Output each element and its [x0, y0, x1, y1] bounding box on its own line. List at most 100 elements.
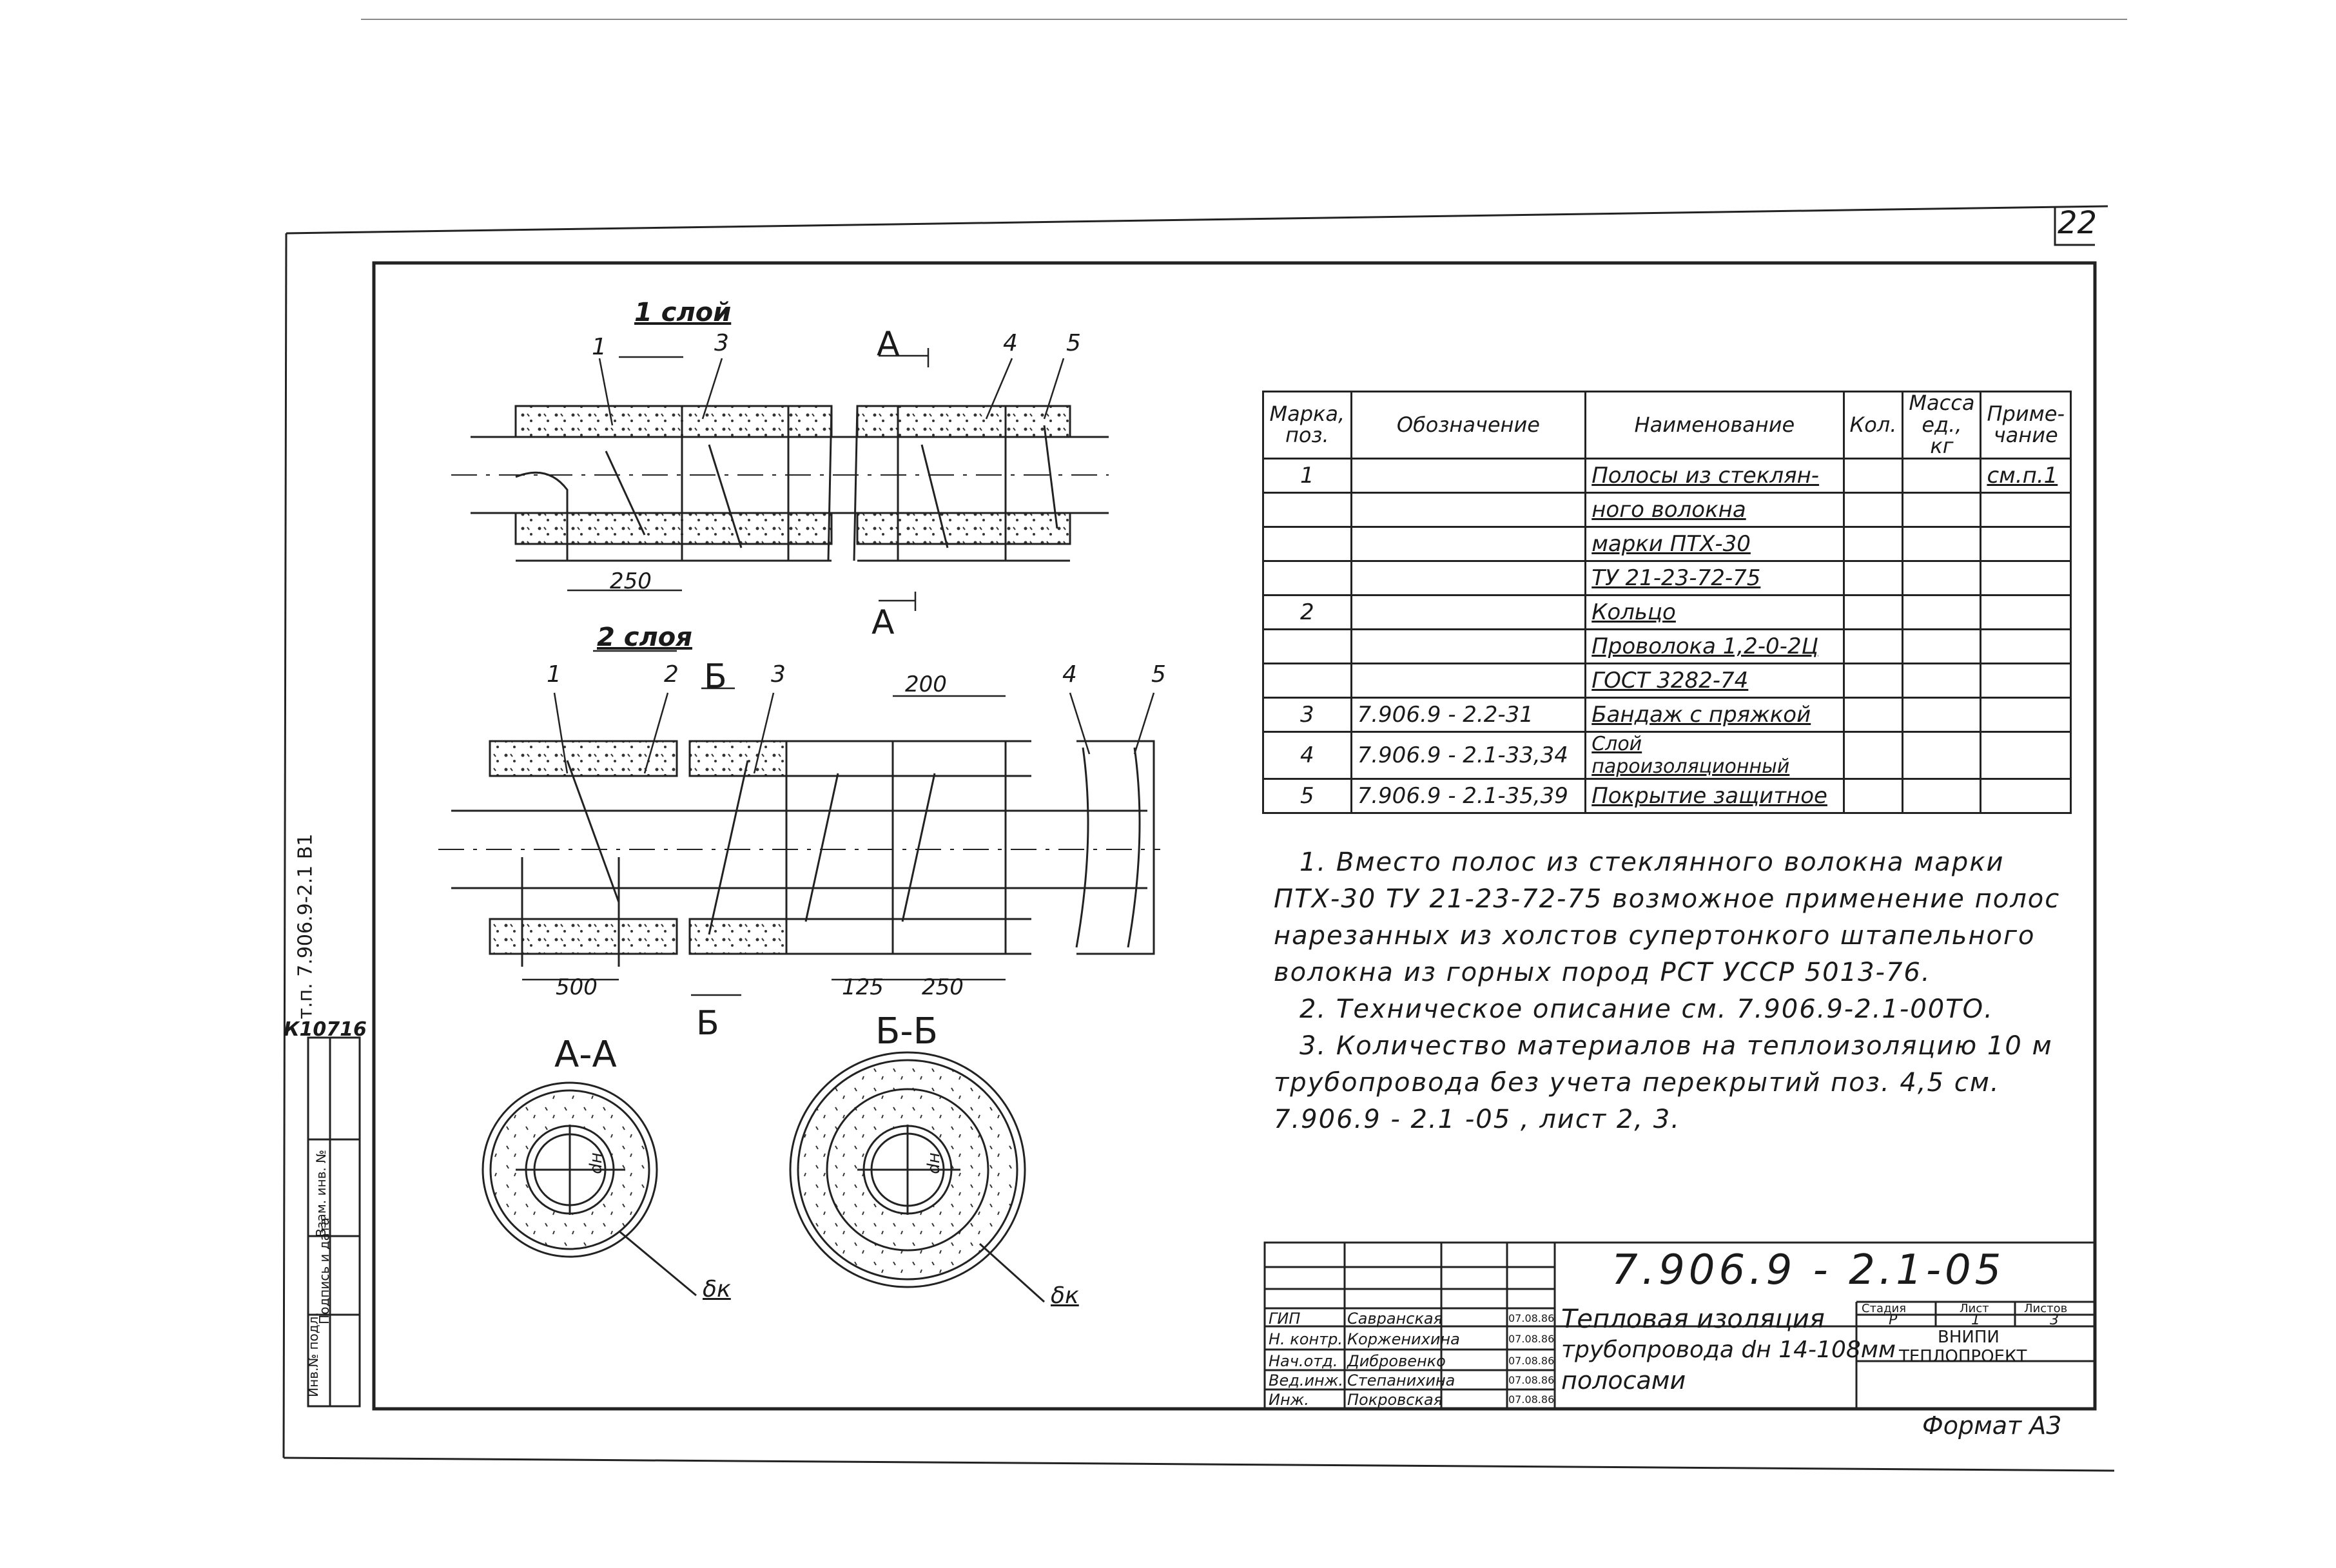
cell-note [1980, 730, 2072, 780]
callout-bottom-2: 2 [664, 661, 679, 688]
table-row: Проволока 1,2-0-2Ц [1262, 628, 2072, 664]
role-1: Н. контр. [1269, 1330, 1343, 1348]
cell-designation [1350, 457, 1587, 494]
cell-designation: 7.906.9 - 2.1-35,39 [1350, 777, 1587, 814]
cell-pos [1262, 559, 1352, 596]
cell-note [1980, 662, 2072, 699]
dim-250-top: 250 [610, 568, 652, 594]
table-row: марки ПТХ-30 [1262, 525, 2072, 562]
cell-mass [1902, 777, 1982, 814]
cell-designation [1350, 662, 1587, 699]
section-b-b [789, 1051, 1046, 1303]
spec-col-name: Наименование [1584, 391, 1845, 460]
cell-name: Кольцо [1584, 594, 1845, 630]
sheet-label: Лист [1960, 1302, 1989, 1315]
cell-note: см.п.1 [1980, 457, 2072, 494]
cell-designation [1350, 525, 1587, 562]
cell-pos: 2 [1262, 594, 1352, 630]
format-label: Формат А3 [1922, 1411, 2062, 1440]
cell-qty [1842, 457, 1904, 494]
cell-qty [1842, 777, 1904, 814]
name-0: Савранская [1347, 1310, 1443, 1328]
note-3: 3. Количество материалов на теплоизоляци… [1274, 1031, 2053, 1134]
title-line-3: полосами [1561, 1366, 1686, 1395]
cell-pos [1262, 628, 1352, 664]
callout-bottom-3: 3 [771, 661, 786, 688]
role-2: Нач.отд. [1269, 1352, 1338, 1370]
name-1: Корженихина [1347, 1330, 1460, 1348]
specification-table: Марка, поз. Обозначение Наименование Кол… [1262, 391, 2072, 814]
cell-name: ного волокна [1584, 491, 1845, 528]
date-4: 07.08.86 [1508, 1393, 1555, 1406]
note-1: 1. Вместо полос из стеклянного волокна м… [1274, 847, 2061, 987]
cell-designation [1350, 628, 1587, 664]
cell-name: ТУ 21-23-72-75 [1584, 559, 1845, 596]
cell-mass [1902, 491, 1982, 528]
table-row: ТУ 21-23-72-75 [1262, 559, 2072, 596]
callout-top-4: 4 [1003, 330, 1018, 356]
cell-designation: 7.906.9 - 2.2-31 [1350, 696, 1587, 733]
notes-block: 1. Вместо полос из стеклянного волокна м… [1274, 844, 2073, 1138]
stage-value: Р [1889, 1312, 1898, 1328]
cell-mass [1902, 559, 1982, 596]
date-1: 07.08.86 [1508, 1333, 1555, 1345]
cell-note [1980, 525, 2072, 562]
role-3: Вед.инж. [1269, 1371, 1343, 1389]
cell-name: Покрытие защитное [1584, 777, 1845, 814]
cell-name: Бандаж с пряжкой [1584, 696, 1845, 733]
table-row: 2 Кольцо [1262, 594, 2072, 630]
cell-name: Проволока 1,2-0-2Ц [1584, 628, 1845, 664]
name-3: Степанихина [1347, 1371, 1455, 1389]
spec-col-designation: Обозначение [1350, 391, 1587, 460]
date-0: 07.08.86 [1508, 1312, 1555, 1324]
sheets-label: Листов [2024, 1302, 2068, 1315]
date-2: 07.08.86 [1508, 1355, 1555, 1367]
sheets-value: 3 [2050, 1312, 2059, 1328]
stage-label: Стадия [1862, 1302, 1907, 1315]
cell-qty [1842, 525, 1904, 562]
page-number: 22 [2058, 205, 2098, 241]
cell-note [1980, 491, 2072, 528]
org-line-2: ТЕПЛОПРОЕКТ [1899, 1347, 2027, 1366]
dim-500: 500 [556, 974, 598, 1000]
cell-designation [1350, 559, 1587, 596]
dim-125: 125 [842, 974, 884, 1000]
cell-pos [1262, 491, 1352, 528]
cell-qty [1842, 491, 1904, 528]
spec-col-note: Приме-чание [1980, 391, 2072, 460]
cell-note [1980, 696, 2072, 733]
layer2-label: 2 слоя [597, 623, 692, 652]
role-4: Инж. [1269, 1391, 1309, 1409]
cell-name: Полосы из стеклян- [1584, 457, 1845, 494]
section-a-mark-top: А [877, 325, 900, 363]
title-line-1: Тепловая изоляция [1561, 1304, 1825, 1334]
cell-designation: 7.906.9 - 2.1-33,34 [1350, 730, 1587, 780]
cell-name: Слой пароизоляционный [1584, 730, 1845, 780]
cell-mass [1902, 457, 1982, 494]
callout-leaders [553, 356, 1155, 774]
cell-note [1980, 594, 2072, 630]
cell-qty [1842, 730, 1904, 780]
side-stamp-ref: т.п. 7.906.9-2.1 В1 [294, 833, 317, 1020]
cell-pos: 3 [1262, 696, 1352, 733]
side-stamp-inventory: Инв.№ подл. [305, 1312, 321, 1397]
cell-mass [1902, 730, 1982, 780]
cell-designation [1350, 491, 1587, 528]
name-2: Дибровенко [1347, 1352, 1446, 1370]
callout-top-1: 1 [592, 334, 607, 360]
callout-bottom-1: 1 [547, 661, 561, 688]
dim-250-bottom: 250 [922, 974, 964, 1000]
dk-label-aa: δк [703, 1276, 731, 1302]
spec-col-pos: Марка, поз. [1262, 391, 1352, 460]
section-aa-title: А-А [554, 1034, 617, 1076]
table-row: ного волокна [1262, 491, 2072, 528]
section-bb-title: Б-Б [875, 1011, 939, 1052]
cell-name: марки ПТХ-30 [1584, 525, 1845, 562]
section-b-mark-bottom: Б [696, 1004, 719, 1043]
cell-mass [1902, 628, 1982, 664]
dn-label-bb: dн [924, 1152, 944, 1174]
spec-header-row: Марка, поз. Обозначение Наименование Кол… [1262, 391, 2072, 460]
